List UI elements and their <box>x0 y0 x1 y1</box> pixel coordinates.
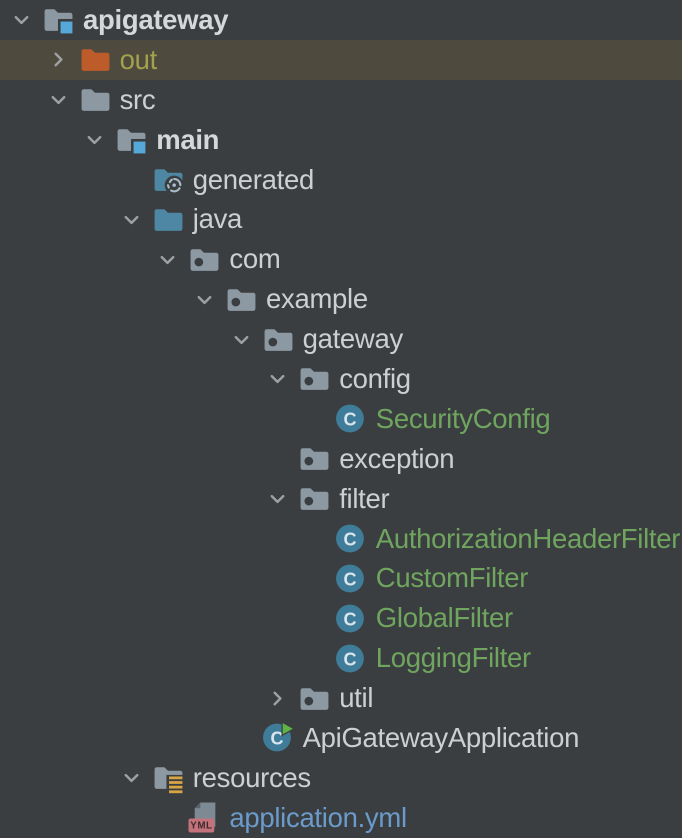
tree-item-label: CustomFilter <box>375 562 529 594</box>
chevron-spacer <box>301 561 335 595</box>
tree-row-authorizationheaderfilter[interactable]: C AuthorizationHeaderFilter <box>0 519 682 559</box>
chevron-down-icon[interactable] <box>154 242 188 276</box>
excluded-folder-icon <box>79 43 112 76</box>
chevron-spacer <box>118 163 152 197</box>
chevron-spacer <box>301 522 335 556</box>
package-folder-icon <box>298 682 331 715</box>
tree-row-example[interactable]: example <box>0 279 682 319</box>
tree-item-label: LoggingFilter <box>375 642 531 674</box>
tree-row-apigateway[interactable]: apigateway <box>0 0 682 40</box>
chevron-down-icon[interactable] <box>191 282 225 316</box>
tree-item-label: com <box>229 243 281 275</box>
package-folder-icon <box>298 482 331 515</box>
svg-text:C: C <box>343 529 356 549</box>
chevron-down-icon[interactable] <box>228 322 262 356</box>
svg-text:YML: YML <box>191 821 213 832</box>
tree-row-com[interactable]: com <box>0 239 682 279</box>
chevron-down-icon[interactable] <box>264 482 298 516</box>
tree-item-label: util <box>339 682 374 714</box>
module-folder-icon <box>115 123 149 157</box>
tree-row-loggingfilter[interactable]: C LoggingFilter <box>0 638 682 678</box>
tree-item-label: exception <box>339 442 455 474</box>
tree-row-customfilter[interactable]: C CustomFilter <box>0 558 682 598</box>
chevron-down-icon[interactable] <box>45 83 79 117</box>
tree-item-label: AuthorizationHeaderFilter <box>375 522 681 554</box>
module-folder-icon <box>42 3 75 37</box>
generated-sources-folder-icon <box>152 163 185 196</box>
tree-item-label: out <box>119 43 158 75</box>
tree-item-label: generated <box>192 163 314 195</box>
resources-folder-icon <box>152 761 185 795</box>
tree-item-label: SecurityConfig <box>375 402 551 434</box>
tree-item-label: main <box>156 123 220 155</box>
tree-item-label: resources <box>192 761 311 793</box>
tree-item-label: apigateway <box>83 4 229 35</box>
tree-row-securityconfig[interactable]: C SecurityConfig <box>0 399 682 439</box>
tree-row-config[interactable]: config <box>0 359 682 399</box>
tree-row-generated[interactable]: generated <box>0 160 682 200</box>
package-folder-icon <box>262 323 295 356</box>
tree-row-filter[interactable]: filter <box>0 479 682 519</box>
tree-row-src[interactable]: src <box>0 80 682 120</box>
chevron-down-icon[interactable] <box>81 123 115 157</box>
package-folder-icon <box>298 362 331 395</box>
svg-text:C: C <box>343 649 356 669</box>
tree-item-label: ApiGatewayApplication <box>302 722 580 754</box>
svg-text:C: C <box>343 569 356 589</box>
tree-item-label: gateway <box>302 323 404 355</box>
chevron-spacer <box>228 721 262 755</box>
tree-row-resources[interactable]: resources <box>0 758 682 798</box>
tree-row-globalfilter[interactable]: C GlobalFilter <box>0 598 682 638</box>
tree-row-application-yml[interactable]: YML application.yml <box>0 798 682 838</box>
tree-row-main[interactable]: main <box>0 120 682 160</box>
chevron-right-icon[interactable] <box>45 43 79 77</box>
chevron-spacer <box>301 402 335 436</box>
tree-item-label: example <box>266 283 368 315</box>
tree-item-label: src <box>119 83 156 115</box>
tree-item-label: java <box>192 203 243 235</box>
package-folder-icon <box>298 442 331 475</box>
package-folder-icon <box>225 283 258 316</box>
folder-icon <box>79 83 112 116</box>
chevron-spacer <box>264 442 298 476</box>
tree-row-out[interactable]: out <box>0 39 682 80</box>
svg-text:C: C <box>343 609 356 629</box>
tree-row-java[interactable]: java <box>0 199 682 239</box>
package-folder-icon <box>188 243 221 276</box>
class-icon: C <box>335 562 368 595</box>
chevron-down-icon[interactable] <box>8 3 42 37</box>
chevron-down-icon[interactable] <box>264 362 298 396</box>
tree-item-label: config <box>339 363 411 395</box>
chevron-down-icon[interactable] <box>118 202 152 236</box>
tree-item-label: filter <box>339 482 390 514</box>
tree-item-label: application.yml <box>229 801 407 833</box>
tree-item-label: GlobalFilter <box>375 602 513 634</box>
class-icon: C <box>335 642 368 675</box>
svg-text:C: C <box>270 729 283 749</box>
chevron-spacer <box>301 641 335 675</box>
runnable-class-icon: C <box>262 721 295 754</box>
yaml-file-icon: YML <box>188 801 221 834</box>
class-icon: C <box>335 522 368 555</box>
chevron-right-icon[interactable] <box>264 681 298 715</box>
chevron-down-icon[interactable] <box>118 761 152 795</box>
sources-root-folder-icon <box>152 203 185 236</box>
tree-row-gateway[interactable]: gateway <box>0 319 682 359</box>
class-icon: C <box>335 602 368 635</box>
svg-text:C: C <box>343 410 356 430</box>
chevron-spacer <box>301 601 335 635</box>
class-icon: C <box>335 402 368 435</box>
chevron-spacer <box>154 801 188 835</box>
tree-row-util[interactable]: util <box>0 678 682 718</box>
tree-row-apigatewayapplication[interactable]: C ApiGatewayApplication <box>0 718 682 758</box>
tree-row-exception[interactable]: exception <box>0 439 682 479</box>
